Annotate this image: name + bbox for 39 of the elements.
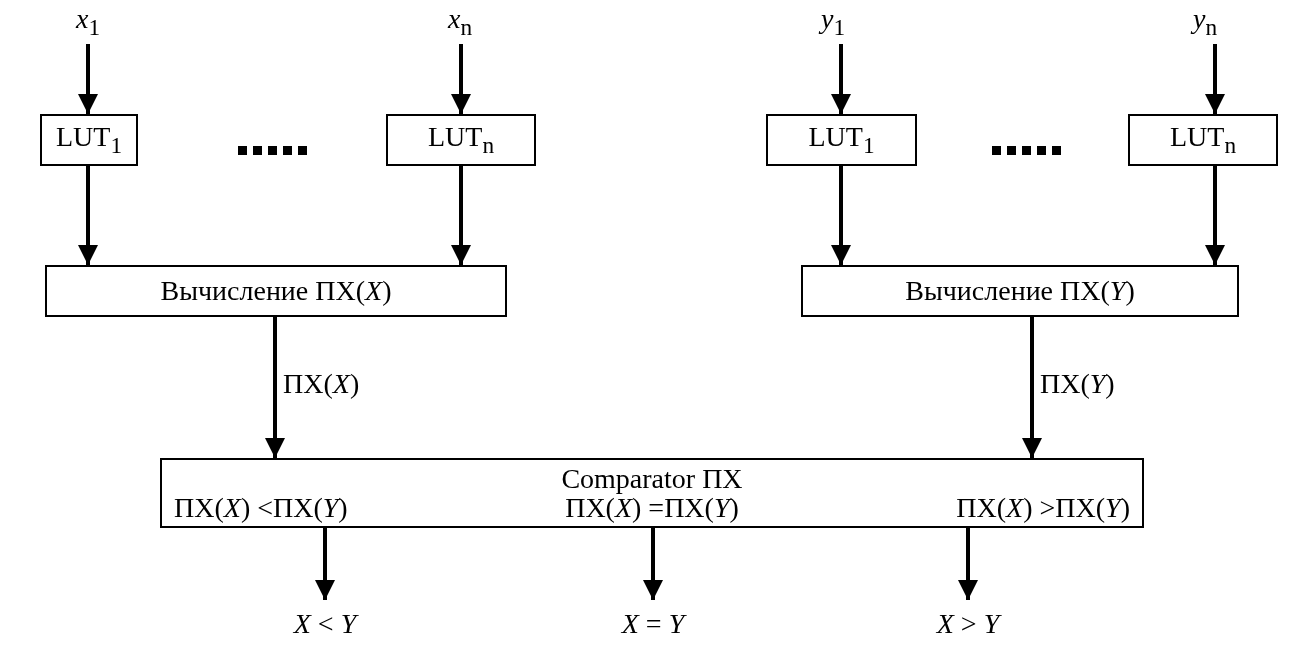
box-label: LUT$_{1}$ [808, 122, 875, 158]
signal-label: X < Y [293, 609, 357, 639]
arrow [265, 317, 285, 458]
process-box [766, 114, 917, 166]
arrow [1022, 317, 1042, 458]
box-label: LUT$_{n}$ [427, 122, 495, 158]
arrow [958, 528, 978, 600]
edge-label: ПХ(X) [283, 367, 360, 400]
signal-label: X > Y [936, 609, 1000, 639]
condition-text: ПХ(X) <ПХ(Y) [174, 493, 348, 523]
box-label: LUT$_{n}$ [1169, 122, 1237, 158]
signal-label: X = Y [621, 609, 685, 639]
box-title: Comparator ПХ [561, 463, 743, 493]
process-box [45, 265, 507, 317]
box-label: Вычисление ПХ(Y) [905, 276, 1135, 306]
edge-label: ПХ(Y) [1040, 367, 1115, 400]
process-box [1128, 114, 1278, 166]
condition-text: ПХ(X) >ПХ(Y) [956, 493, 1130, 523]
process-box [386, 114, 536, 166]
arrow [451, 44, 471, 114]
signal-label: x$_{1}$ [75, 4, 101, 40]
signal-label: y$_{1}$ [820, 4, 846, 40]
arrow [831, 44, 851, 114]
process-box [801, 265, 1239, 317]
arrow [315, 528, 335, 600]
arrow [1205, 44, 1225, 114]
arrow [1205, 166, 1225, 265]
signal-label: x$_{n}$ [447, 4, 473, 40]
arrow [643, 528, 663, 600]
arrow [451, 166, 471, 265]
arrow [831, 166, 851, 265]
arrow [78, 44, 98, 114]
process-box [40, 114, 138, 166]
box-label: Вычисление ПХ(X) [160, 276, 392, 306]
comparator-box [160, 458, 1144, 528]
arrow [78, 166, 98, 265]
condition-text: ПХ(X) =ПХ(Y) [565, 493, 739, 523]
box-label: LUT$_{1}$ [55, 122, 123, 158]
signal-label: y$_{n}$ [1192, 4, 1218, 40]
